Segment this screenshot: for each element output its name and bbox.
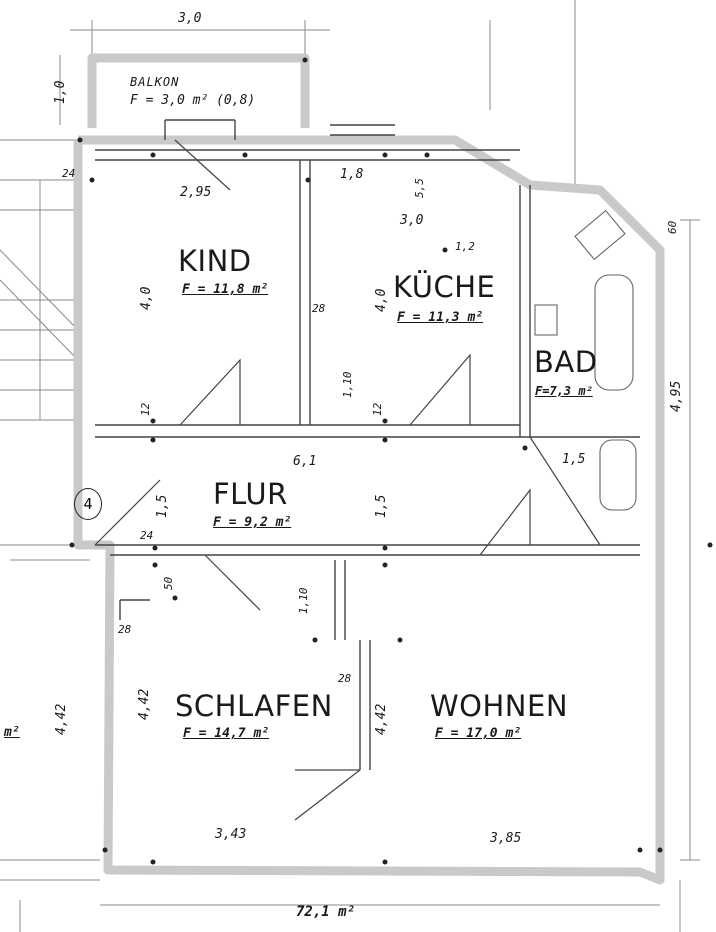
background-lines <box>0 0 700 932</box>
dim-outside-m2: m² <box>4 725 20 740</box>
dim-left-outside-height: 4,42 <box>54 703 69 735</box>
room-name-bad: BAD <box>534 345 598 379</box>
dim-kueche-top: 1,8 <box>340 167 364 182</box>
room-name-wohnen: WOHNEN <box>430 689 569 723</box>
room-area-balkon: F = 3,0 m² (0,8) <box>130 93 256 108</box>
room-area-schlafen: F = 14,7 m² <box>183 726 270 741</box>
dim-wall-24b: 24 <box>140 529 154 542</box>
dim-kueche-height: 4,0 <box>374 288 389 312</box>
dim-wall-28c: 28 <box>338 672 352 685</box>
dim-kueche-width: 3,0 <box>400 213 424 228</box>
dim-balkon-depth: 1,0 <box>53 80 68 104</box>
room-name-flur: FLUR <box>213 477 288 511</box>
dim-balkon-width: 3,0 <box>178 11 202 26</box>
dim-wall-28b: 28 <box>118 623 132 636</box>
dim-door-110b: 1,10 <box>297 587 310 615</box>
room-area-kueche: F = 11,3 m² <box>397 310 484 325</box>
dim-schlafen-height: 4,42 <box>137 688 152 720</box>
bathroom-fixtures <box>534 209 637 511</box>
room-name-kueche: KÜCHE <box>393 270 496 304</box>
dim-wall-24a: 24 <box>62 167 76 180</box>
dim-total-height: 4,95 <box>669 380 684 412</box>
dim-wall-12a: 12 <box>139 402 152 416</box>
interior-walls <box>95 119 640 770</box>
room-name-kind: KIND <box>178 244 252 278</box>
room-area-wohnen: F = 17,0 m² <box>435 726 522 741</box>
dim-wall-12b: 12 <box>371 402 384 416</box>
dim-wohnen-height: 4,42 <box>374 703 389 735</box>
dim-kind-width: 2,95 <box>180 185 212 200</box>
door-swings <box>94 139 601 821</box>
dim-kind-height: 4,0 <box>139 286 154 310</box>
room-name-balkon: BALKON <box>130 75 180 89</box>
dim-flur-w1: 1,5 <box>155 494 170 518</box>
dim-bad-width: 1,5 <box>562 452 586 467</box>
room-area-bad: F=7,3 m² <box>535 384 593 398</box>
dim-door-50: 50 <box>162 576 175 590</box>
marker-circle: 4 <box>74 488 102 520</box>
dim-kueche-small: 1,2 <box>455 240 475 253</box>
dim-flur-w2: 1,5 <box>374 494 389 518</box>
total-area: 72,1 m² <box>296 904 356 920</box>
room-area-kind: F = 11,8 m² <box>182 282 269 297</box>
dim-kueche-side: 5,5 <box>413 178 426 198</box>
dim-wohnen-width: 3,85 <box>490 831 522 846</box>
dimension-dots <box>69 57 713 865</box>
room-area-flur: F = 9,2 m² <box>213 515 292 530</box>
dim-corner-60: 60 <box>666 220 679 234</box>
dim-flur-length: 6,1 <box>293 454 317 469</box>
room-name-schlafen: SCHLAFEN <box>175 689 333 723</box>
outer-wall-highlight <box>73 53 665 885</box>
dim-schlafen-width: 3,43 <box>215 827 247 842</box>
dim-wall-28a: 28 <box>312 302 326 315</box>
dim-door-110a: 1,10 <box>341 371 354 399</box>
